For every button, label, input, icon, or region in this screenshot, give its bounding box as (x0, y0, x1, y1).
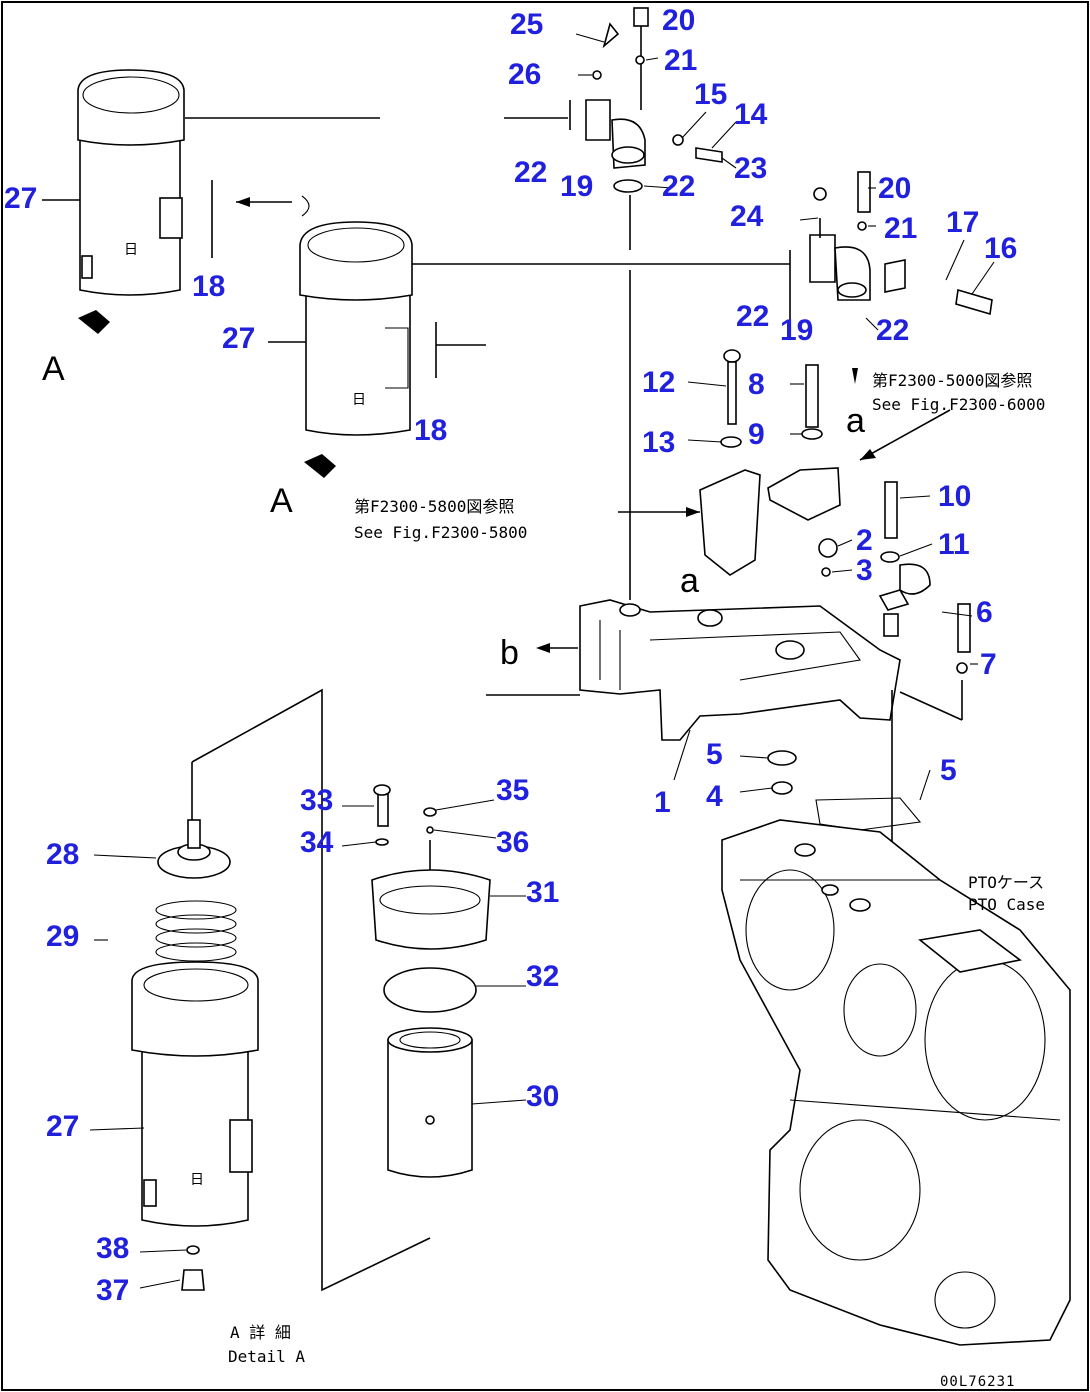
open-ring (301, 195, 310, 217)
marker-icon (852, 368, 858, 384)
callout-label: 22 (514, 156, 547, 189)
reference-notes: 第F2300-5000図参照 See Fig.F2300-6000 第F2300… (42, 350, 1045, 1390)
pto-case-label-en: PTO Case (968, 895, 1045, 914)
callout-label: 25 (510, 8, 543, 41)
callout-label: 32 (526, 960, 559, 993)
drawing-code: 00L76231 (940, 1374, 1015, 1390)
gasket-plate (815, 797, 922, 831)
detail-label-jp: A 詳 細 (230, 1323, 291, 1342)
reference-note-en: See Fig.F2300-5800 (354, 523, 527, 542)
callout-label: 18 (414, 414, 447, 447)
callout-label: 18 (192, 270, 225, 303)
gasket (771, 781, 793, 795)
marker-a: a (680, 562, 699, 600)
callout-label: 36 (496, 826, 529, 859)
valve-right (789, 171, 993, 316)
marker-a: a (846, 402, 865, 440)
arrow-head (236, 197, 250, 207)
callout-label: 16 (984, 232, 1017, 265)
filter-housing-top-left: 日 (77, 69, 185, 296)
pto-case-label-jp: PTOケース (968, 873, 1044, 892)
callout-label: 30 (526, 1080, 559, 1113)
callout-label: 29 (46, 920, 79, 953)
callout-label: 22 (876, 314, 909, 347)
spring (155, 900, 237, 962)
detail-a-assembly: 日 (131, 688, 491, 1292)
callout-label: 15 (694, 78, 727, 111)
manifold-block (579, 599, 901, 741)
callout-label: 10 (938, 480, 971, 513)
view-arrow-icon (304, 454, 336, 478)
filter-element (387, 1039, 473, 1178)
callout-label: 20 (662, 4, 695, 37)
callout-label: 38 (96, 1232, 129, 1265)
svg-text:日: 日 (124, 242, 139, 258)
callout-label: 9 (748, 418, 765, 451)
reference-note-jp: 第F2300-5000図参照 (872, 371, 1032, 390)
view-label-a: A (42, 350, 65, 388)
svg-text:日: 日 (190, 1172, 205, 1188)
callout-label: 22 (662, 170, 695, 203)
arrow-head (536, 643, 550, 653)
callout-label: 4 (706, 780, 723, 813)
filter-cover (371, 869, 491, 950)
callout-label: 27 (46, 1110, 79, 1143)
callout-label: 8 (748, 368, 765, 401)
reference-note-en: See Fig.F2300-6000 (872, 395, 1045, 414)
callout-numbers: 1 2 3 4 5 5 6 7 8 9 10 11 12 13 14 15 16… (4, 4, 1017, 1307)
callout-label: 3 (856, 554, 873, 587)
callout-label: 21 (664, 44, 697, 77)
o-ring (383, 967, 477, 1013)
callout-label: 27 (222, 322, 255, 355)
callout-label: 11 (938, 528, 970, 561)
callout-label: 21 (884, 212, 917, 245)
callout-label: 31 (526, 876, 559, 909)
callout-label: 23 (734, 152, 767, 185)
detail-label-en: Detail A (228, 1347, 305, 1366)
arrow-head (686, 507, 700, 517)
callout-label: 34 (300, 826, 334, 859)
leader-line (899, 691, 963, 721)
callout-label: 19 (560, 170, 593, 203)
valve-upper (569, 7, 723, 193)
callout-label: 6 (976, 596, 993, 629)
callout-label: 20 (878, 172, 911, 205)
view-arrow-icon (78, 310, 110, 334)
marker-b: b (500, 634, 519, 672)
callout-label: 19 (780, 314, 813, 347)
pto-case (721, 819, 1071, 1346)
ref-arrow-line (859, 409, 951, 461)
callout-label: 2 (856, 524, 873, 557)
callout-label: 13 (642, 426, 675, 459)
callout-leaders (89, 33, 995, 1289)
callout-label: 22 (736, 300, 769, 333)
detail-bracket-lines (191, 688, 431, 1292)
callout-label: 33 (300, 784, 333, 817)
callout-label: 5 (706, 738, 723, 771)
callout-label: 7 (980, 648, 997, 681)
svg-text:日: 日 (352, 392, 367, 408)
arrow-head (860, 449, 876, 460)
callout-label: 12 (642, 366, 675, 399)
view-label-a: A (270, 482, 293, 520)
callout-label: 26 (508, 58, 541, 91)
filter-housing-detail (141, 999, 249, 1227)
callout-label: 37 (96, 1274, 129, 1307)
filter-housing-middle: 日 (299, 221, 413, 436)
callout-label: 35 (496, 774, 529, 807)
callout-label: 1 (654, 786, 671, 819)
callout-label: 27 (4, 182, 37, 215)
callout-label: 24 (730, 200, 764, 233)
callout-label: 28 (46, 838, 79, 871)
callout-label: 14 (734, 98, 768, 131)
callout-label: 17 (946, 206, 979, 239)
gasket (767, 750, 797, 766)
bracket-parts (699, 349, 971, 674)
callout-label: 5 (940, 754, 957, 787)
reference-note-jp: 第F2300-5800図参照 (354, 497, 514, 516)
